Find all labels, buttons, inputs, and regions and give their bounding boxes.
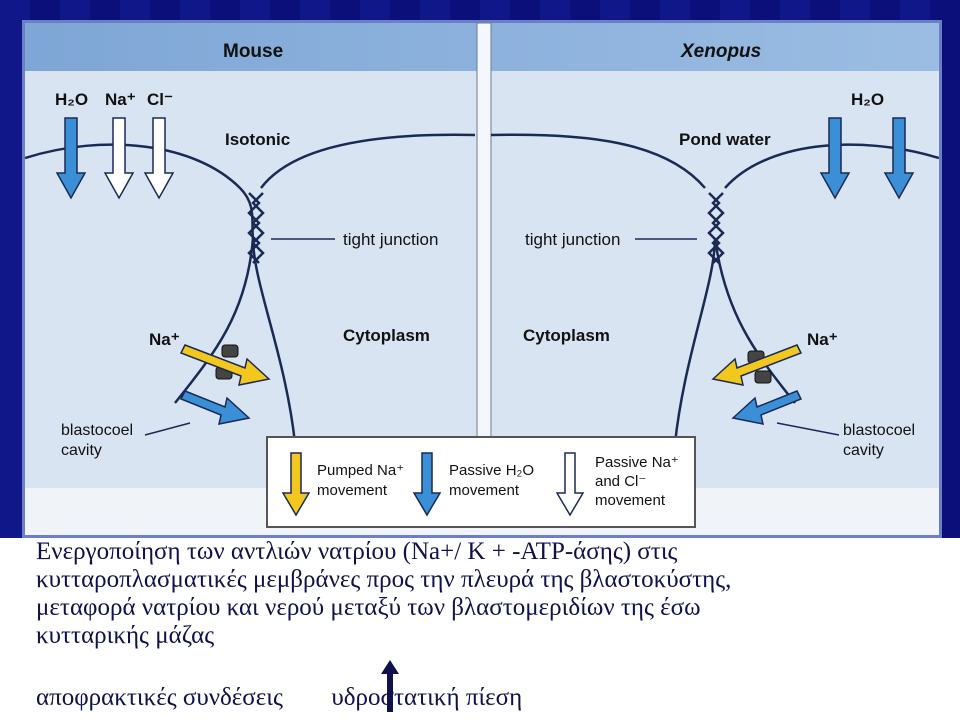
right-tight-junction xyxy=(707,192,721,264)
right-membrane-lower-left xyxy=(673,237,717,444)
hydrostatic-pressure-label: υδροστατική πίεση xyxy=(331,684,523,711)
legend-item1-line2: movement xyxy=(317,482,388,499)
caption-line-2: κυτταροπλασματικές μεμβράνες προς την πλ… xyxy=(36,566,732,593)
right-pump-lower-icon xyxy=(754,370,772,384)
caption: Ενεργοποίηση των αντλιών νατρίου (Na+/ K… xyxy=(36,538,946,650)
left-tight-junction xyxy=(247,192,261,264)
right-na-label: Na⁺ xyxy=(807,330,838,349)
right-cell-membrane-top xyxy=(724,143,939,189)
legend-item1-line1: Pumped Na⁺ xyxy=(317,462,404,479)
legend-item3-line1: Passive Na⁺ xyxy=(595,454,679,471)
legend-item3-line3: movement xyxy=(595,492,666,509)
right-tight-junction-b xyxy=(711,192,725,264)
legend-item3-line2: and Cl⁻ xyxy=(595,473,646,490)
left-na-label: Na⁺ xyxy=(149,330,180,349)
right-cell-membrane-left xyxy=(490,133,706,189)
right-membrane-lower-right xyxy=(713,237,796,404)
caption-line-4: κυτταρικής μάζας xyxy=(36,622,215,649)
left-ion-h2o: H₂O xyxy=(55,90,88,109)
tight-junctions-label: αποφρακτικές συνδέσεις xyxy=(36,684,283,711)
right-water-arrow-2-icon xyxy=(883,117,915,200)
right-panel-title: Xenopus xyxy=(680,41,761,62)
right-cavity-line2: cavity xyxy=(843,442,884,459)
left-environment-label: Isotonic xyxy=(225,130,290,149)
left-cell-membrane-top xyxy=(25,143,255,239)
left-water-arrow-icon xyxy=(55,117,87,200)
caption-bottom-row: αποφρακτικές συνδέσεις υδροστατική πίεση xyxy=(36,684,522,718)
right-cytoplasm-label: Cytoplasm xyxy=(523,326,610,345)
left-tight-junction-label: tight junction xyxy=(343,230,438,249)
diagram-svg: Mouse Xenopus H₂O Na⁺ Cl⁻ Isotonic tight… xyxy=(25,23,939,535)
left-tight-junction-b xyxy=(251,192,265,264)
legend-water-arrow-icon xyxy=(412,452,442,517)
left-panel-title: Mouse xyxy=(223,41,283,62)
caption-line-3: μεταφορά νατρίου και νερού μεταξύ των βλ… xyxy=(36,594,701,621)
left-pumped-na-arrow-icon xyxy=(179,344,271,386)
panel-divider xyxy=(476,23,492,535)
legend-item2-line1: Passive H₂O xyxy=(449,462,534,479)
right-pumped-na-arrow-icon xyxy=(711,344,803,386)
legend-passive-arrow-icon xyxy=(555,452,585,517)
right-tight-junction-label: tight junction xyxy=(525,230,620,249)
right-water-flux-arrow-icon xyxy=(731,390,803,425)
right-water-arrow-1-icon xyxy=(819,117,851,200)
left-na-arrow-icon xyxy=(103,117,135,200)
legend-pumped-arrow-icon xyxy=(281,452,311,517)
left-cavity-line2: cavity xyxy=(61,442,102,459)
right-cavity-line1: blastocoel xyxy=(843,422,915,439)
left-water-flux-arrow-icon xyxy=(179,390,251,425)
left-cavity-line1: blastocoel xyxy=(61,422,133,439)
caption-line-1: Ενεργοποίηση των αντλιών νατρίου (Na+/ K… xyxy=(36,538,678,565)
left-cell-membrane-right xyxy=(260,133,476,189)
left-pump-upper-icon xyxy=(221,344,239,358)
left-ion-na: Na⁺ xyxy=(105,90,136,109)
caption-background xyxy=(0,538,960,720)
diagram-figure: Mouse Xenopus H₂O Na⁺ Cl⁻ Isotonic tight… xyxy=(22,20,942,538)
legend-item2-line2: movement xyxy=(449,482,520,499)
legend-box xyxy=(266,436,696,528)
left-membrane-lower-right xyxy=(251,237,297,444)
left-membrane-lower-left xyxy=(174,237,255,404)
left-cytoplasm-label: Cytoplasm xyxy=(343,326,430,345)
right-ion-h2o: H₂O xyxy=(851,90,884,109)
right-cavity-pointer xyxy=(776,422,840,436)
left-cl-arrow-icon xyxy=(143,117,175,200)
left-ion-cl: Cl⁻ xyxy=(147,90,173,109)
up-arrow-icon xyxy=(381,660,399,712)
left-cavity-pointer xyxy=(144,422,191,436)
right-environment-label: Pond water xyxy=(679,130,771,149)
